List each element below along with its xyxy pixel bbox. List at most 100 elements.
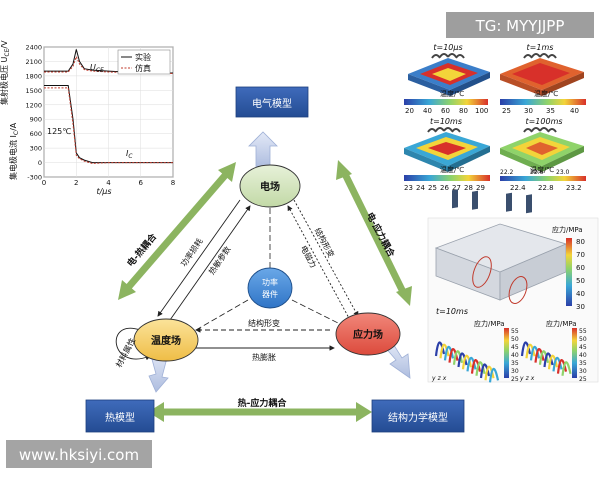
chart-y-tick: 0 [38,159,42,167]
bond-wire [529,345,541,361]
bond-wire [466,356,477,372]
label-thermo-stress: 热-应力耦合 [238,397,288,409]
annot-uce: UCE [90,63,104,74]
thermal-panel-2: t=1ms 温度/℃ 25 30 35 40 [500,43,586,115]
svg-text:55: 55 [579,328,587,335]
chart-y-tick: 2100 [25,58,42,66]
field-electric: 电场 [239,164,301,208]
bond-wire [452,350,464,365]
label-electro-thermal: 电-热耦合 [124,230,159,269]
chart-x-tick: 4 [106,179,111,187]
label-power-loss: 功率损耗 [178,236,204,268]
svg-text:70: 70 [576,251,585,259]
svg-text:应力/MPa: 应力/MPa [474,319,505,328]
svg-text:30: 30 [511,368,519,375]
arrow-power-loss [157,199,241,317]
chart-y-tick: 2400 [25,44,42,52]
svg-text:23.0: 23.0 [556,169,570,176]
thermal-panel-1-scale-label: 温度/℃ [440,89,464,98]
label-thermal-expansion: 热膨胀 [252,352,276,362]
model-box-electrical: 电气模型 [235,86,309,118]
bond-wire [475,361,486,376]
svg-text:40: 40 [570,107,579,115]
watermark-bottom-bg [6,440,152,468]
svg-text:60: 60 [441,107,450,115]
svg-text:50: 50 [579,336,587,343]
legend-simulation: 仿真 [135,63,151,73]
chart-x-tick: 6 [139,179,144,187]
svg-text:22.6: 22.6 [530,169,544,176]
label-struct-deform-mid: 结构形变 [248,318,280,328]
stress-bonds-left [434,341,500,383]
chart-x-tick: 2 [74,179,78,187]
annot-ic: IC [126,149,133,160]
model-box-structural: 结构力学模型 [371,399,465,433]
svg-text:28: 28 [464,184,473,192]
svg-text:50: 50 [511,336,519,343]
stress-highlight-left [472,256,492,288]
svg-text:35: 35 [511,360,519,367]
thermal-panel-3-title: t=10ms [430,117,462,126]
bond-wire [543,352,554,368]
field-stress-label: 应力场 [353,328,383,341]
watermark-top-bg [446,12,594,38]
thermal-panel-1-bonds [431,53,465,59]
svg-text:25: 25 [511,376,519,383]
bond-wire [443,345,455,361]
svg-text:50: 50 [576,277,585,285]
stress-sub-right-colorbar [572,328,577,378]
svg-text:30: 30 [576,303,585,311]
bond-wire [552,356,563,372]
thermal-panel-2-scale-label: 温度/℃ [534,89,558,98]
svg-text:40: 40 [579,352,587,359]
thermal-panel-2-colorbar [500,99,586,105]
bond-wire [534,348,545,363]
bond-wire [488,367,500,383]
arrow-thermal-param [169,205,251,321]
link-stress-device [291,299,341,325]
model-structural-label: 结构力学模型 [388,411,448,424]
device-label-line2: 器件 [262,289,278,299]
svg-text:23.2: 23.2 [566,184,582,192]
bond-wire [448,348,459,363]
thermal-panel-4: t=100ms 温度/℃ 22.2 22.6 23.0 22.4 22.8 23… [500,117,586,192]
svg-text:29: 29 [476,184,485,192]
chart-x-tick: 8 [171,179,175,187]
thermal-panel-3-colorbar [404,175,490,181]
model-electrical-label: 电气模型 [252,97,292,110]
self-loop-material-property [115,327,151,361]
svg-text:22.4: 22.4 [510,184,526,192]
thermal-panel-4-scale-label: 温度/℃ [530,165,554,174]
stress-highlight-right [508,276,528,304]
watermark-top: TG: MYYJJPP [475,17,565,35]
stress-main-colorbar [566,238,572,306]
stress-terminal-2 [472,190,478,210]
svg-text:35: 35 [546,107,555,115]
chart-y-tick: 600 [30,130,42,138]
chart-y-tick: 1200 [25,101,42,109]
bond-wire [561,361,572,376]
svg-text:35: 35 [579,360,587,367]
thermal-panel-3: t=10ms 温度/℃ 23 24 25 26 27 28 29 [404,117,490,192]
bond-wire [484,365,495,381]
block-arrow-electric-to-model [248,131,278,168]
thermal-panel-1-colorbar [404,99,488,105]
bond-wire [439,343,450,359]
chart-series-simulation [44,87,173,165]
svg-text:24: 24 [416,184,425,192]
chart-y-tick: -300 [27,174,42,182]
svg-text:100: 100 [475,107,488,115]
thermal-panel-3-bonds [427,127,461,133]
bond-wire [461,354,473,370]
label-material-property: 材料属性 [113,336,137,369]
coupling-arrow-thermo-stress [148,402,372,422]
bond-wire [547,354,559,370]
svg-text:40: 40 [511,352,519,359]
bond-wire [434,341,446,357]
bond-wire [470,359,482,374]
arrow-em-force [293,199,359,317]
